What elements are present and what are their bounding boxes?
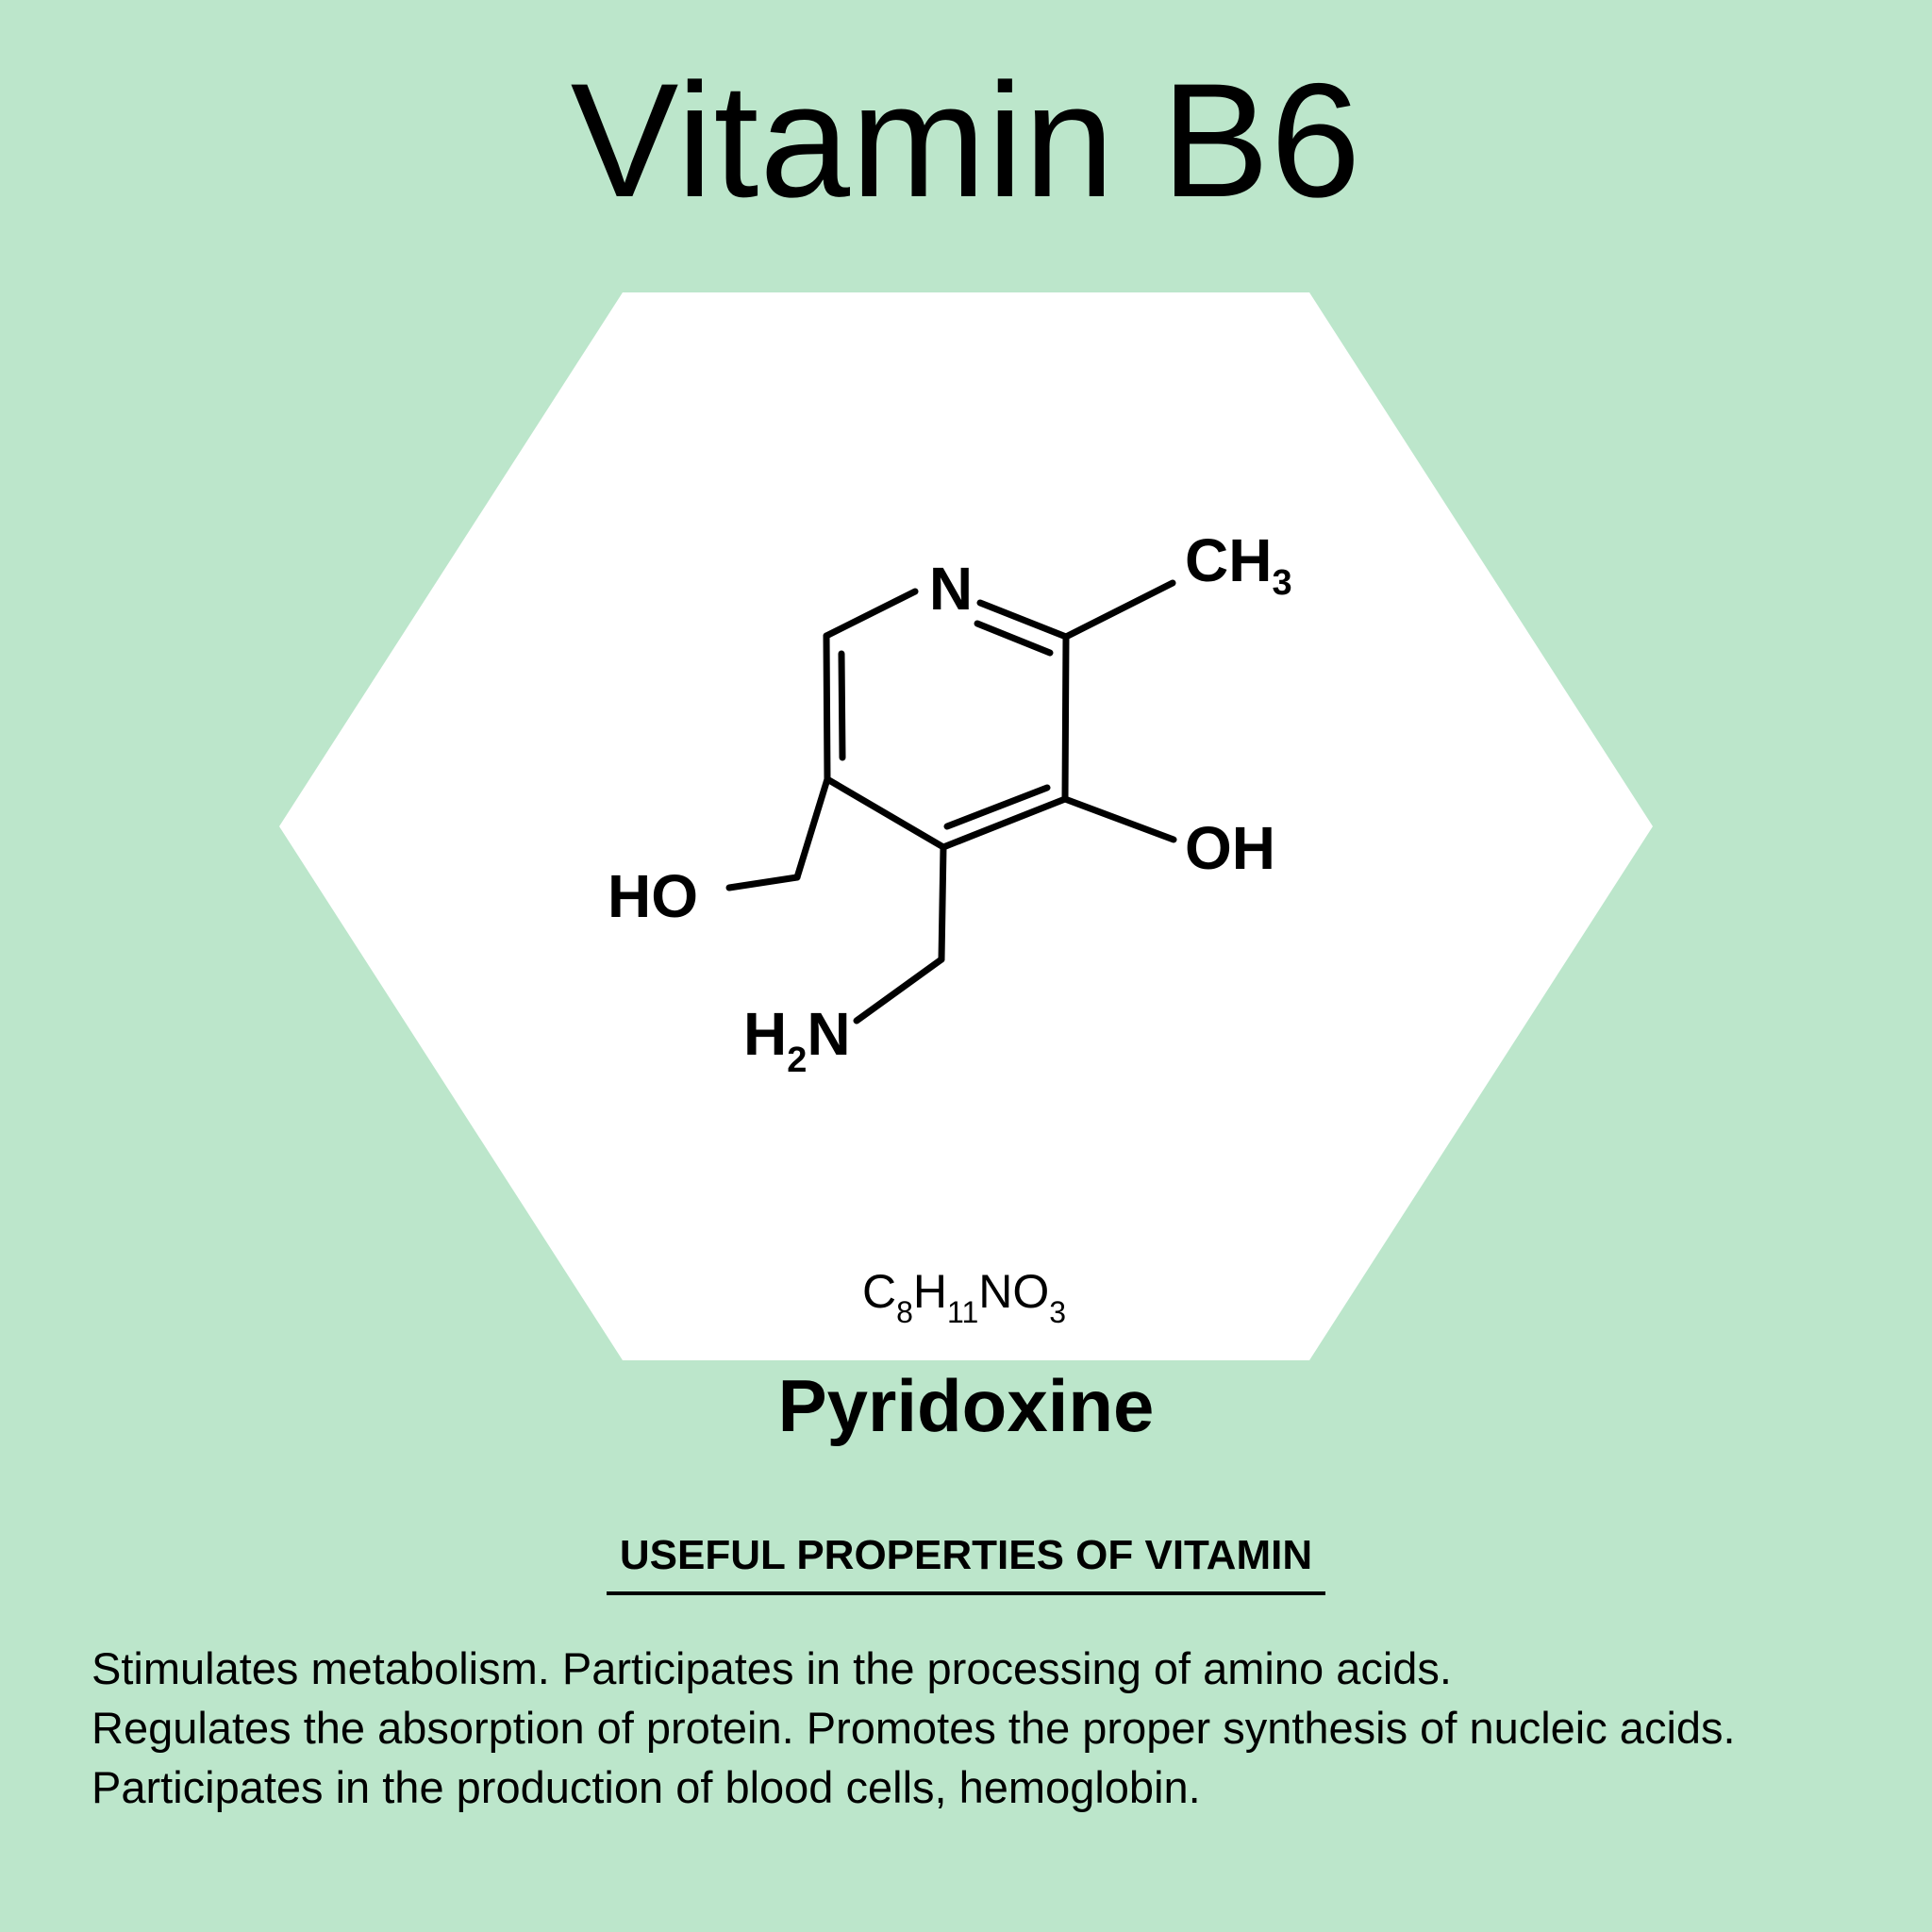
bond-ch2-nh2 xyxy=(853,956,945,1024)
page-title: Vitamin B6 xyxy=(570,50,1362,231)
methyl-label: CH3 xyxy=(1185,526,1292,603)
hydroxyl-label: OH xyxy=(1185,814,1275,882)
bond-c4-ch2 xyxy=(938,843,947,963)
bond-c2-c3 xyxy=(1061,633,1070,803)
compound-name: Pyridoxine xyxy=(777,1364,1155,1447)
bond-c4-c5 xyxy=(824,775,947,851)
properties-heading: USEFUL PROPERTIES OF VITAMIN xyxy=(607,1532,1325,1596)
hexagon-background xyxy=(279,292,1653,1360)
bond-n-c2 xyxy=(976,599,1070,641)
bond-c5-c6 xyxy=(823,632,831,783)
bond-c6-n xyxy=(823,588,919,640)
property-line: Participates in the production of blood … xyxy=(92,1762,1201,1812)
bond-lines xyxy=(725,579,1177,1024)
bond-c5-c6-double xyxy=(838,650,846,761)
hydroxymethyl-label: HO xyxy=(608,862,698,930)
bond-n-c2-double xyxy=(974,620,1054,657)
bond-c3-c4 xyxy=(940,795,1069,851)
ring-nitrogen-label: N xyxy=(929,555,973,623)
bond-c5-ch2 xyxy=(793,775,831,881)
amine-label: H2N xyxy=(743,1000,851,1080)
bond-c3-c4-double xyxy=(943,784,1051,830)
property-line: Regulates the absorption of protein. Pro… xyxy=(92,1703,1736,1753)
bond-ch2-ho xyxy=(725,874,801,891)
bond-c2-methyl xyxy=(1062,579,1176,641)
molecular-formula: C8H11NO3 xyxy=(862,1265,1066,1329)
property-line: Stimulates metabolism. Participates in t… xyxy=(92,1643,1452,1693)
bond-c3-hydroxyl xyxy=(1061,795,1177,843)
properties-list: Stimulates metabolism. Participates in t… xyxy=(92,1639,1884,1817)
